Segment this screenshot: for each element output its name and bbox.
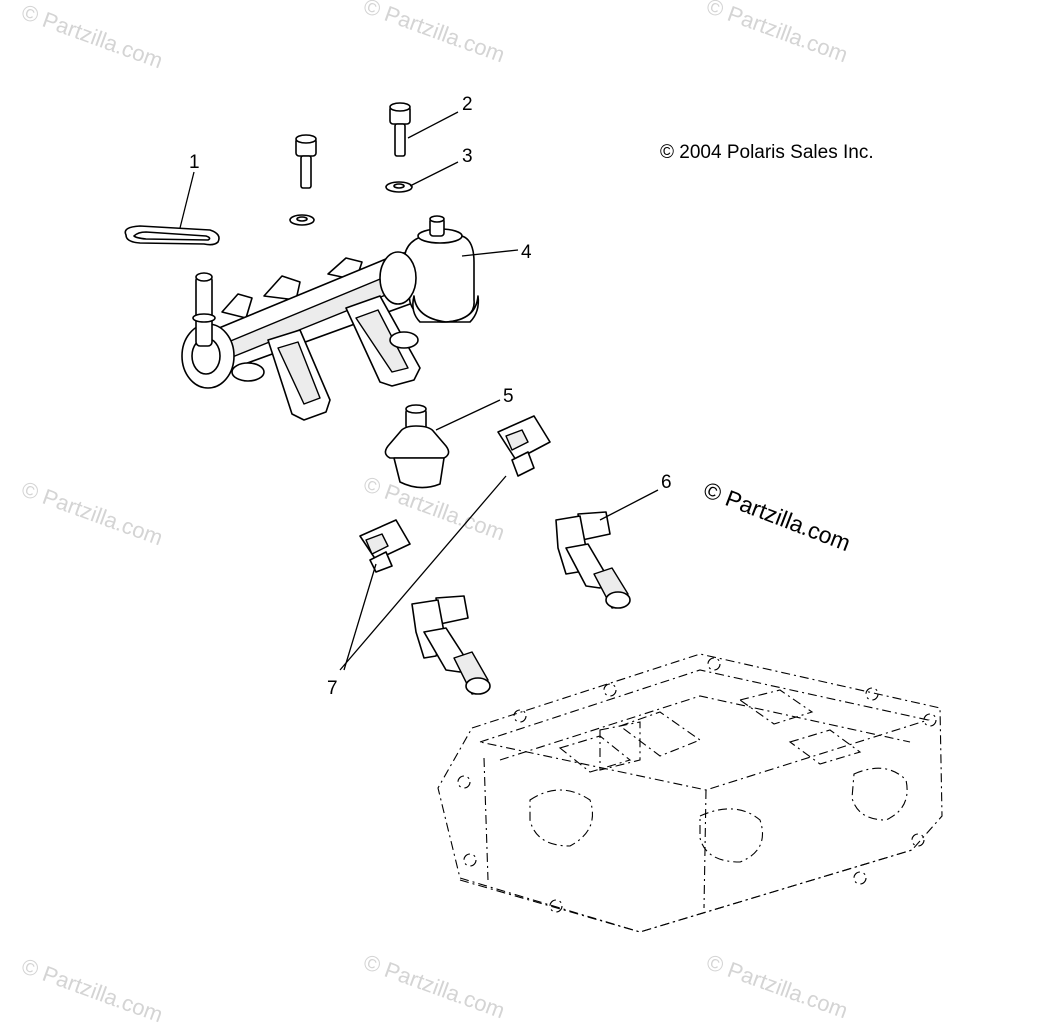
part-4-regulator-housing <box>379 215 480 323</box>
watermark-text: © Partzilla.com <box>360 0 508 67</box>
cylinder-head <box>437 653 943 933</box>
injector <box>411 595 491 695</box>
callout-3: 3 <box>462 146 473 167</box>
watermark-text: © Partzilla.com <box>360 949 508 1023</box>
callout-6: 6 <box>661 472 672 493</box>
washer <box>289 214 315 226</box>
part-1-seal <box>124 225 220 246</box>
callout-5: 5 <box>503 386 514 407</box>
callout-7: 7 <box>327 678 338 699</box>
fuel-rail <box>181 252 428 421</box>
copyright-notice: © 2004 Polaris Sales Inc. <box>660 142 874 163</box>
bolt <box>295 134 317 189</box>
callout-4: 4 <box>521 242 532 263</box>
part-3-washer <box>385 181 413 193</box>
part-6-injector <box>555 511 631 609</box>
watermark-text: © Partzilla.com <box>18 0 166 73</box>
callout-1: 1 <box>189 152 200 173</box>
watermark-text: © Partzilla.com <box>703 0 851 67</box>
callout-labels: 1 2 3 4 5 6 7 <box>189 94 672 699</box>
watermark-text: © Partzilla.com <box>703 949 851 1023</box>
part-7-connector-clips <box>359 415 551 573</box>
brand-watermark: © Partzilla.com <box>700 476 854 556</box>
part-2-bolt <box>389 102 411 157</box>
callout-2: 2 <box>462 94 473 115</box>
watermark-text: © Partzilla.com <box>18 953 166 1023</box>
leader-lines <box>179 111 659 671</box>
part-5-pressure-regulator <box>384 404 450 489</box>
watermark-text: © Partzilla.com <box>18 476 166 550</box>
